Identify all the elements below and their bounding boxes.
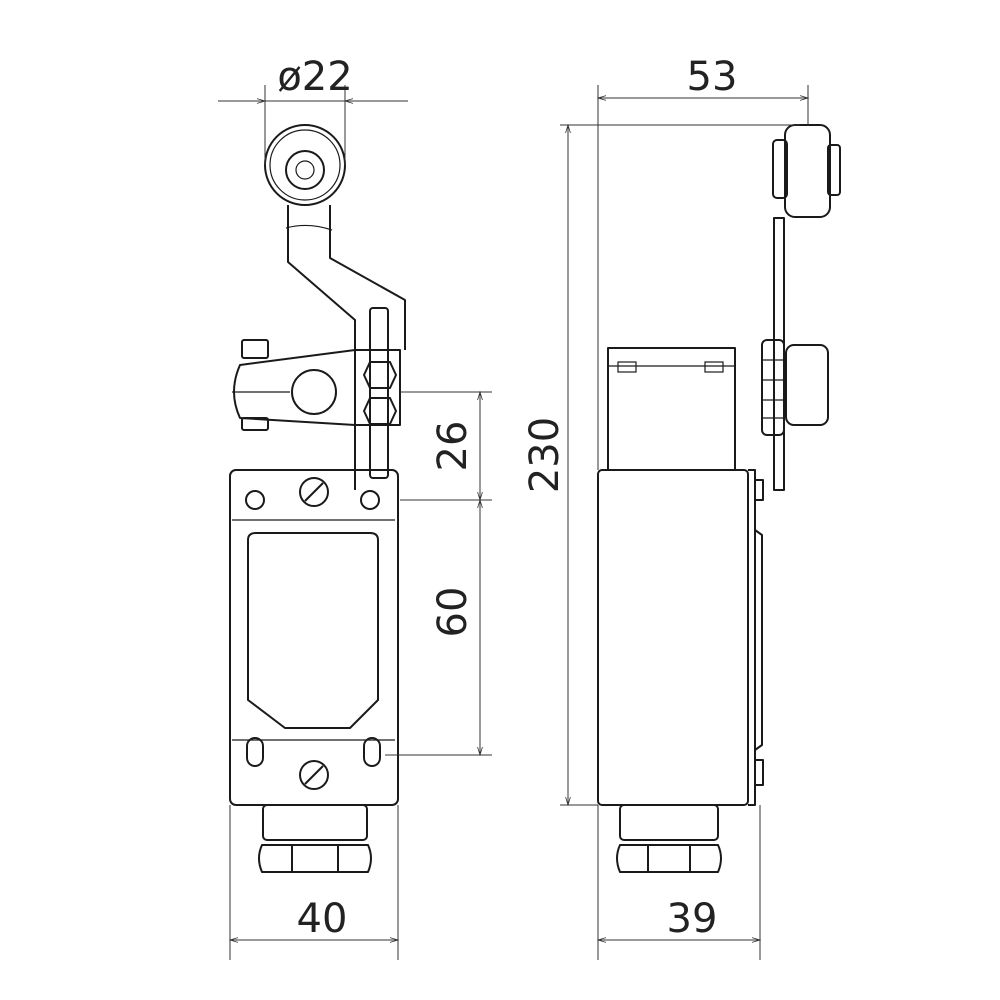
hex-nut-top <box>363 361 397 389</box>
side-cable-gland <box>619 804 719 841</box>
side-body <box>597 469 749 806</box>
label-roller-diameter: ø22 <box>277 54 352 100</box>
label-total-height: 230 <box>522 417 568 493</box>
lever-arm <box>287 205 406 490</box>
side-hub <box>785 344 829 426</box>
front-view <box>229 124 406 873</box>
cable-gland <box>262 804 368 841</box>
side-view <box>597 124 841 873</box>
roller <box>264 124 346 206</box>
shaft-hole <box>291 369 337 415</box>
screw-bottom <box>299 760 329 790</box>
clamp <box>233 349 401 426</box>
slot-plate <box>369 307 389 479</box>
label-side-depth: 39 <box>667 896 718 942</box>
side-lever <box>773 217 785 491</box>
window <box>247 532 379 729</box>
label-clamp-height: 26 <box>430 421 476 472</box>
gland-nut <box>258 844 372 873</box>
hex-nut-bottom <box>363 397 397 425</box>
label-mounting-spacing: 60 <box>430 587 476 638</box>
label-lever-reach: 53 <box>687 54 738 100</box>
side-roller <box>784 124 831 218</box>
screw-top <box>299 477 329 507</box>
label-front-width: 40 <box>297 896 348 942</box>
dimension-lines <box>218 85 810 960</box>
dimension-labels: ø22 53 26 230 60 40 39 <box>277 54 737 942</box>
